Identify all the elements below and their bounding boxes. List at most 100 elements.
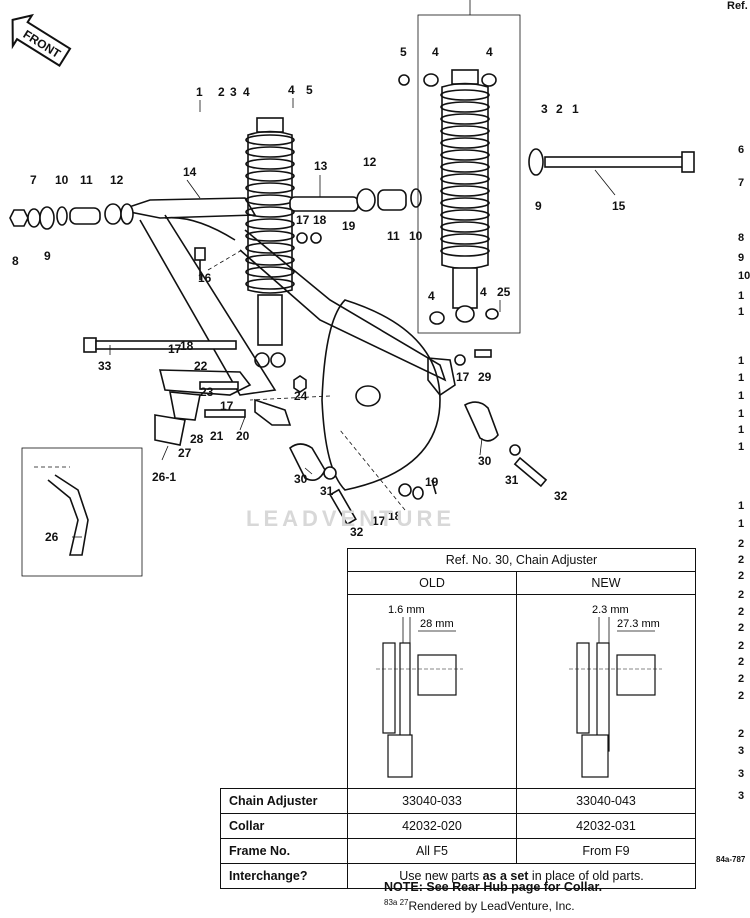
old-collar-dim: 28 mm [420,618,454,630]
callout-25: 25 [497,285,511,299]
row-label-frame-no: Frame No. [220,838,348,864]
ref-number: 1 [738,290,745,302]
callout-17: 17 [296,213,310,227]
ref-number: 2 [738,570,745,582]
leader-lines [72,0,616,538]
new-part-drawing: 2.3 mm 27.3 mm [516,594,696,789]
swing-arm [116,197,447,396]
ref-number: 1 [738,500,745,512]
callout-1: 1 [196,85,203,99]
ref-number: 1 [738,306,745,318]
callout-32: 32 [554,489,568,503]
chain-adjuster-old: 33040-033 [347,788,517,814]
footer-text: Rendered by LeadVenture, Inc. [408,899,575,913]
row-label-chain-adjuster: Chain Adjuster [220,788,348,814]
left-pivot-hardware [9,203,134,230]
ref-number: 2 [738,554,745,566]
callout-13: 13 [314,159,328,173]
ref-number: 2 [738,640,745,652]
ref-number: 1 [738,390,745,402]
frame-no-new: From F9 [516,838,696,864]
interchange-text-pre: Use new parts [399,869,483,883]
callout-21: 21 [210,429,224,443]
ref-number: 1 [738,372,745,384]
callout-11: 11 [387,229,400,243]
callout-31: 31 [320,484,334,498]
callout-3: 3 [230,85,237,99]
ref-number: 3 [738,745,745,757]
ref-number: 1 [738,424,745,436]
footer: 83a 27Rendered by LeadVenture, Inc. [384,898,575,913]
ref-number: 2 [738,606,745,618]
old-part-drawing: 1.6 mm 28 mm [347,594,517,789]
callout-26-1: 26-1 [152,470,176,484]
callout-19: 19 [425,475,439,489]
callout-3: 3 [541,102,548,116]
callout-4: 4 [243,85,250,99]
callout-17: 17 [456,370,470,384]
reference-code: 84a-787 [716,855,746,864]
interchange-note: Use new parts as a set in place of old p… [347,863,696,889]
callout-18: 18 [180,339,194,353]
callout-30: 30 [294,472,308,486]
ref-number: 2 [738,589,745,601]
callout-15: 15 [612,199,626,213]
ref-number: 2 [738,690,745,702]
new-collar-dim: 27.3 mm [617,618,660,630]
callout-4: 4 [480,285,487,299]
callout-12: 12 [363,155,377,169]
callout-29: 29 [478,370,492,384]
chain-adjuster-new: 33040-043 [516,788,696,814]
ref-number: 1 [738,518,745,530]
watermark: LEADVENTURE [246,506,456,531]
callout-17: 17 [168,342,182,356]
ref-number: 10 [738,270,750,282]
pivot-bolt [528,148,695,176]
callout-14: 14 [183,165,197,179]
old-thickness-dim: 1.6 mm [388,604,425,616]
ref-number: 2 [738,656,745,668]
frame-no-old: All F5 [347,838,517,864]
callout-2: 2 [556,102,563,116]
callout-4: 4 [486,45,493,59]
callout-22: 22 [194,359,208,373]
interchange-text-bold: as a set [482,869,529,883]
chain-adjuster-parts [288,349,548,526]
interchange-text-post: in place of old parts. [528,869,644,883]
brake-stay-parts [83,247,307,446]
callout-23: 23 [200,385,214,399]
callout-31: 31 [505,473,519,487]
callout-18: 18 [388,509,402,523]
center-collar [289,188,422,244]
callout-17: 17 [220,399,234,413]
right-shock-absorber [398,14,521,334]
footer-code: 83a 27 [384,898,409,907]
callout-10: 10 [55,173,69,187]
callout-1: 1 [572,102,579,116]
table-title: Ref. No. 30, Chain Adjuster [347,548,696,572]
callout-9: 9 [535,199,542,213]
callout-4: 4 [288,83,295,97]
ref-number: 2 [738,622,745,634]
ref-number: 3 [738,790,745,802]
callout-17: 17 [372,514,386,528]
ref-number: 2 [738,538,745,550]
callout-18: 18 [313,213,327,227]
callout-32: 32 [350,525,364,539]
ref-number: 7 [738,177,745,189]
callout-4: 4 [432,45,439,59]
chain-guard-plate [249,299,441,491]
new-thickness-dim: 2.3 mm [592,604,629,616]
ref-number: 3 [738,768,745,780]
old-header: OLD [347,571,517,595]
callout-numbers: 1 2 3 4 4 5 5 4 4 3 2 1 7 10 11 12 8 9 1… [12,45,626,544]
callout-11: 11 [80,173,93,187]
callout-16: 16 [198,271,212,285]
callout-28: 28 [190,432,204,446]
callout-2: 2 [218,85,225,99]
ref-number: 6 [738,144,745,156]
callout-8: 8 [12,254,19,268]
inset-detail [21,447,143,577]
